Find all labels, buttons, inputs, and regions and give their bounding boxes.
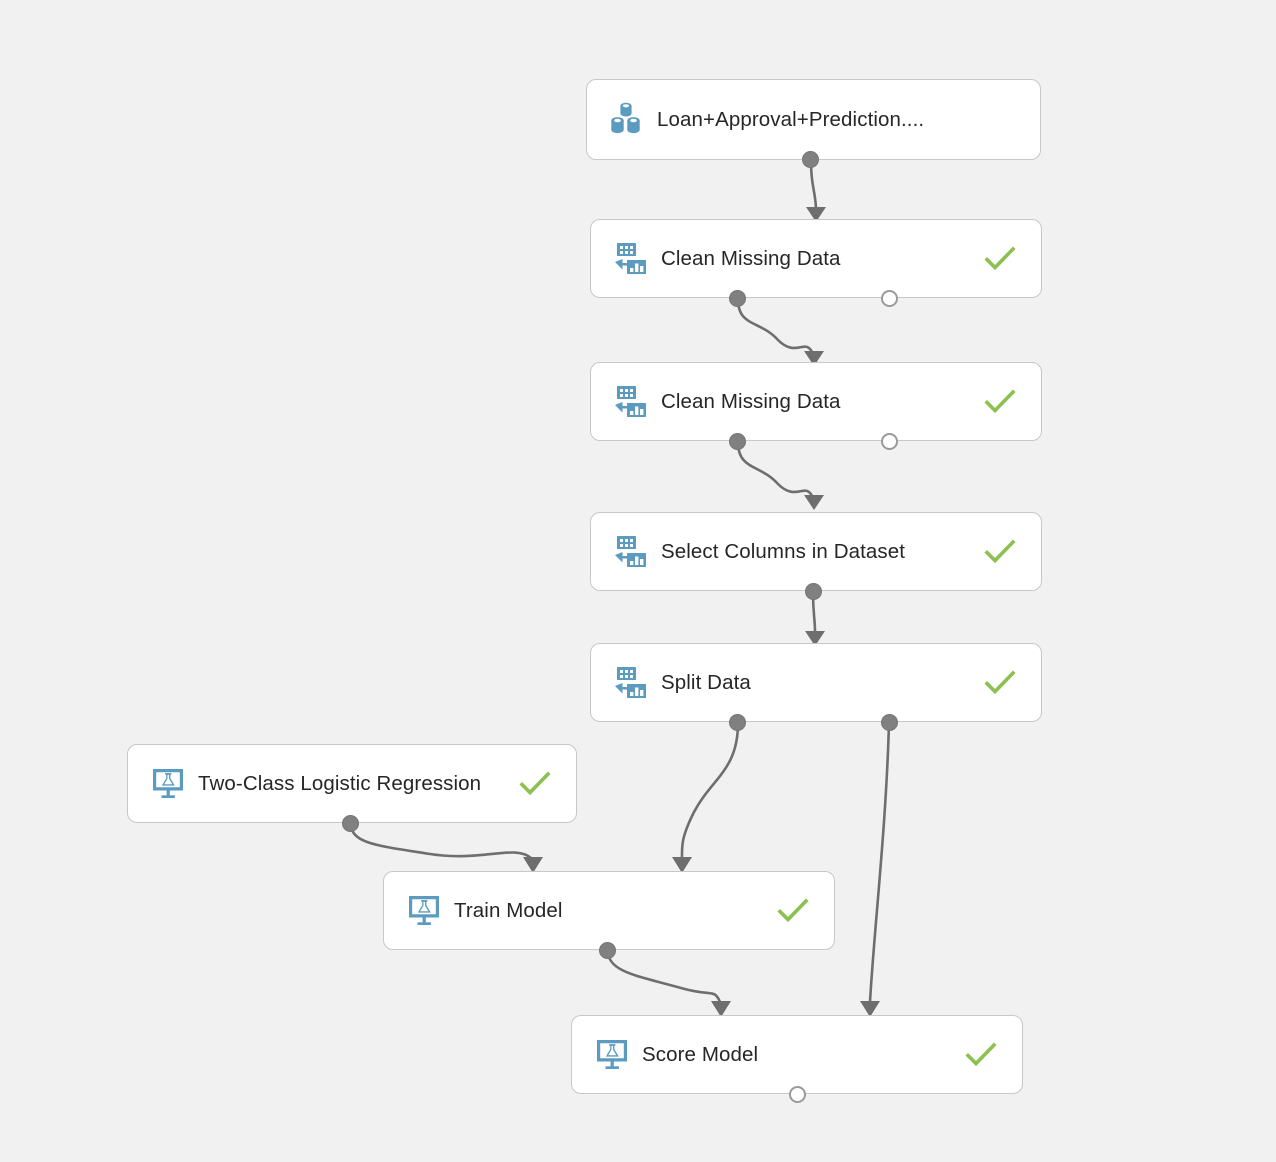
- data-transform-icon: [609, 237, 653, 281]
- node-select-columns-in-dataset[interactable]: Select Columns in Dataset: [590, 512, 1042, 591]
- dataset-cylinders-icon: [605, 98, 649, 142]
- node-title-dataset: Loan+Approval+Prediction....: [657, 107, 925, 131]
- edge-clean2-to-select-columns: [736, 441, 814, 497]
- node-clean-missing-data-2[interactable]: Clean Missing Data: [590, 362, 1042, 441]
- port-train-model-out-1[interactable]: [599, 942, 616, 959]
- node-clean-missing-data-1[interactable]: Clean Missing Data: [590, 219, 1042, 298]
- node-title-two-class-logistic-regression: Two-Class Logistic Regression: [198, 771, 482, 795]
- port-clean-missing-data-2-out-2[interactable]: [881, 433, 898, 450]
- machine-learning-monitor-icon: [402, 889, 446, 933]
- edge-train-model-to-score-model: [606, 950, 722, 1003]
- node-train-model[interactable]: Train Model: [383, 871, 835, 950]
- port-two-class-logistic-regression-out-1[interactable]: [342, 815, 359, 832]
- arrowhead-select-columns-in: [804, 495, 824, 510]
- port-clean-missing-data-2-out-1[interactable]: [729, 433, 746, 450]
- node-title-split-data: Split Data: [661, 670, 751, 694]
- data-transform-icon: [609, 380, 653, 424]
- edge-clean1-to-clean2: [736, 298, 814, 353]
- node-title-train-model: Train Model: [454, 898, 563, 922]
- status-check-score-model: [960, 1034, 1002, 1076]
- port-clean-missing-data-1-out-2[interactable]: [881, 290, 898, 307]
- status-check-clean-missing-data-1: [979, 238, 1021, 280]
- node-title-select-columns-in-dataset: Select Columns in Dataset: [661, 539, 906, 563]
- port-split-data-out-1[interactable]: [729, 714, 746, 731]
- data-transform-icon: [609, 661, 653, 705]
- port-split-data-out-2[interactable]: [881, 714, 898, 731]
- status-check-clean-missing-data-2: [979, 381, 1021, 423]
- status-check-split-data: [979, 662, 1021, 704]
- status-check-train-model: [772, 890, 814, 932]
- node-split-data[interactable]: Split Data: [590, 643, 1042, 722]
- port-select-columns-in-dataset-out-1[interactable]: [805, 583, 822, 600]
- status-check-select-columns-in-dataset: [979, 531, 1021, 573]
- node-score-model[interactable]: Score Model: [571, 1015, 1023, 1094]
- node-title-score-model: Score Model: [642, 1042, 759, 1066]
- status-placeholder-dataset: [978, 99, 1020, 141]
- port-clean-missing-data-1-out-1[interactable]: [729, 290, 746, 307]
- node-two-class-logistic-regression[interactable]: Two-Class Logistic Regression: [127, 744, 577, 823]
- node-title-clean-missing-data-1: Clean Missing Data: [661, 246, 841, 270]
- port-score-model-out-1[interactable]: [789, 1086, 806, 1103]
- port-dataset-out-1[interactable]: [802, 151, 819, 168]
- data-transform-icon: [609, 530, 653, 574]
- status-check-two-class-logistic-regression: [514, 763, 556, 805]
- edge-split-data-to-score-model: [868, 722, 891, 1003]
- machine-learning-monitor-icon: [590, 1033, 634, 1077]
- edge-split-data-to-train-model: [680, 722, 740, 859]
- node-dataset[interactable]: Loan+Approval+Prediction....: [586, 79, 1041, 160]
- edge-logistic-regression-to-train-model: [349, 823, 532, 860]
- machine-learning-monitor-icon: [146, 762, 190, 806]
- node-title-clean-missing-data-2: Clean Missing Data: [661, 389, 841, 413]
